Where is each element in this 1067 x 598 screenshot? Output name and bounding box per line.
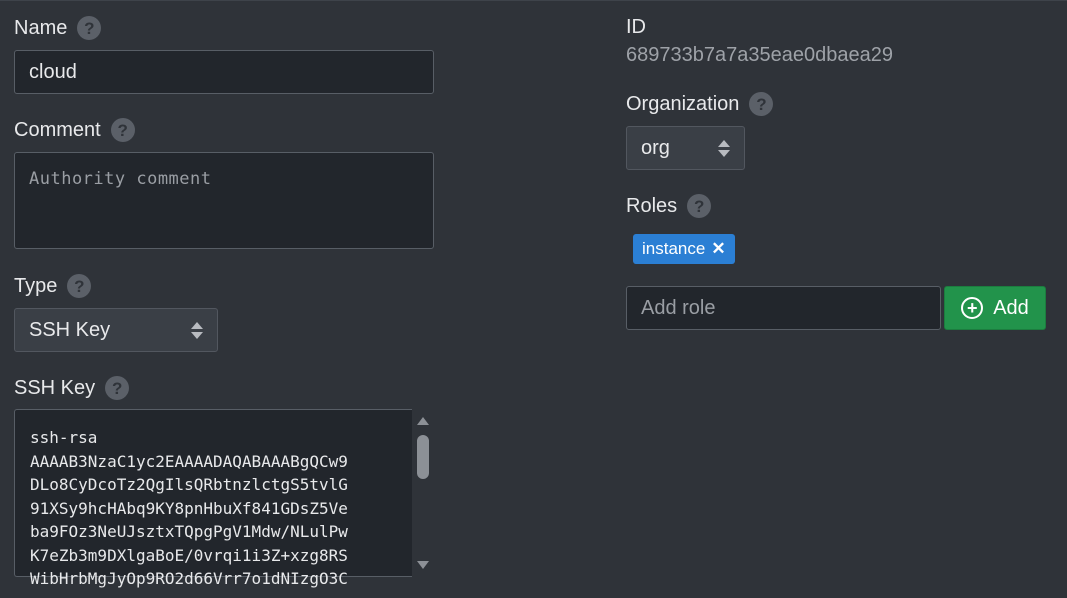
type-label-row: Type ? xyxy=(14,274,92,298)
name-label: Name xyxy=(14,16,68,39)
select-arrows-icon xyxy=(191,321,203,339)
remove-role-icon[interactable]: ✕ xyxy=(711,239,726,258)
organization-selected: org xyxy=(641,136,670,159)
roles-label-row: Roles ? xyxy=(626,194,712,218)
name-help-icon[interactable]: ? xyxy=(77,16,102,40)
add-role-input[interactable]: Add role xyxy=(626,286,941,330)
add-role-placeholder: Add role xyxy=(641,296,716,319)
ssh-key-label-row: SSH Key ? xyxy=(14,376,130,400)
ssh-key-line: WibHrbMgJyOp9RO2d66Vrr7o1dNIzgO3C xyxy=(30,569,348,588)
type-selected: SSH Key xyxy=(29,318,111,341)
add-button-label: Add xyxy=(993,296,1029,319)
comment-textarea[interactable]: Authority comment xyxy=(14,152,434,249)
scroll-thumb[interactable] xyxy=(417,435,429,479)
type-help-icon[interactable]: ? xyxy=(67,274,92,298)
id-label-row: ID xyxy=(626,16,646,39)
id-label: ID xyxy=(626,16,646,38)
ssh-key-line: ssh-rsa xyxy=(30,428,98,447)
organization-label: Organization xyxy=(626,92,740,115)
id-value: 689733b7a7a35eae0dbaea29 xyxy=(626,44,893,66)
role-chip: instance ✕ xyxy=(633,234,735,264)
role-chip-label: instance xyxy=(642,239,706,258)
plus-circle-icon: + xyxy=(961,297,984,319)
select-arrows-icon xyxy=(718,139,730,157)
ssh-key-line: 91XSy9hcHAbq9KY8pnHbuXf841GDsZ5Ve xyxy=(30,498,348,518)
ssh-key-line: AAAAB3NzaC1yc2EAAAADAQABAAABgQCw9 xyxy=(30,451,348,471)
top-divider xyxy=(0,0,1067,1)
comment-help-icon[interactable]: ? xyxy=(110,118,135,142)
comment-placeholder: Authority comment xyxy=(29,169,212,189)
roles-label: Roles xyxy=(626,194,678,217)
type-select[interactable]: SSH Key xyxy=(14,308,218,352)
organization-help-icon[interactable]: ? xyxy=(749,92,774,116)
add-role-button[interactable]: + Add xyxy=(944,286,1046,330)
ssh-key-scrollbar[interactable] xyxy=(412,409,434,577)
ssh-key-line: K7eZb3m9DXlgaBoE/0vrqi1i3Z+xzg8RS xyxy=(30,545,348,565)
scroll-down-icon[interactable] xyxy=(417,561,429,569)
type-label: Type xyxy=(14,274,58,297)
name-value: cloud xyxy=(29,60,77,83)
organization-label-row: Organization ? xyxy=(626,92,774,116)
name-input[interactable]: cloud xyxy=(14,50,434,94)
organization-select[interactable]: org xyxy=(626,126,745,170)
ssh-key-label: SSH Key xyxy=(14,376,96,399)
comment-label: Comment xyxy=(14,118,101,141)
ssh-key-help-icon[interactable]: ? xyxy=(105,376,130,400)
comment-label-row: Comment ? xyxy=(14,118,135,142)
ssh-key-line: DLo8CyDcoTz2QgIlsQRbtnzlctgS5tvlG xyxy=(30,475,348,494)
scroll-up-icon[interactable] xyxy=(417,417,429,425)
roles-help-icon[interactable]: ? xyxy=(687,194,712,218)
ssh-key-line: ba9FOz3NeUJsztxTQpgPgV1Mdw/NLulPw xyxy=(30,522,348,541)
name-label-row: Name ? xyxy=(14,16,102,40)
